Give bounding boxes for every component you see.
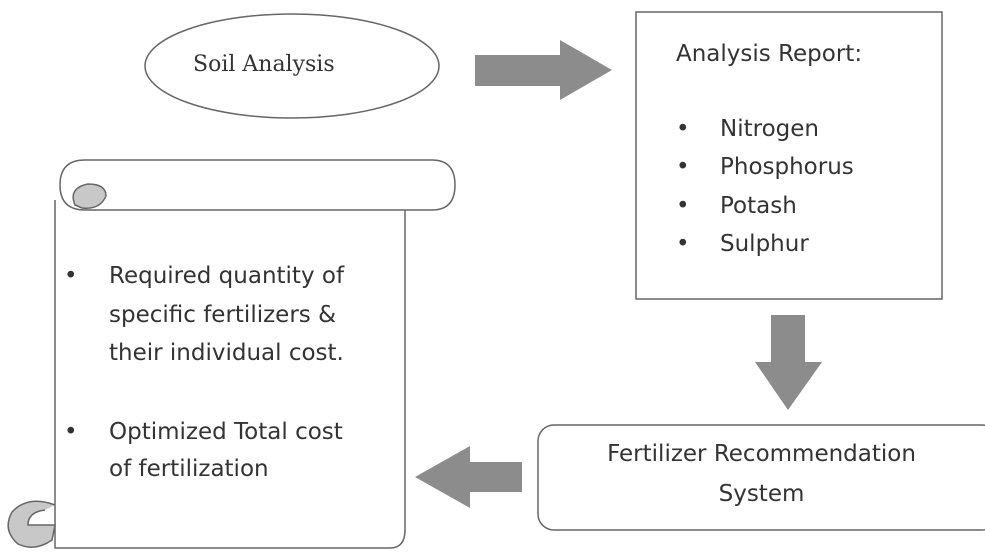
analysis-report-box: [635, 11, 943, 300]
bullet: •: [676, 154, 690, 180]
left-arrow: [415, 446, 522, 508]
analysis-report-title: Analysis Report:: [676, 41, 863, 67]
bottom-curl-icon: [7, 500, 56, 548]
output-line: of fertilization: [109, 456, 269, 482]
right-arrow: [475, 40, 612, 100]
bullet: •: [676, 116, 690, 142]
bullet: •: [676, 193, 690, 219]
recommendation-system-box: [537, 424, 985, 531]
soil-analysis-label: Soil Analysis: [193, 52, 335, 77]
output-line: their individual cost.: [109, 340, 344, 366]
top-curl-icon: [72, 183, 107, 209]
output-line: specific fertilizers &: [109, 302, 337, 328]
bullet: •: [64, 419, 78, 445]
list-item: Nitrogen: [720, 116, 819, 142]
bullet: •: [676, 231, 690, 257]
bullet: •: [64, 263, 78, 289]
output-line: Required quantity of: [109, 263, 345, 289]
down-arrow: [755, 315, 822, 410]
list-item: Sulphur: [720, 231, 809, 257]
output-scroll: [7, 159, 456, 549]
list-item: Phosphorus: [720, 154, 854, 180]
recommendation-line-2: System: [718, 481, 805, 507]
output-line: Optimized Total cost: [109, 419, 343, 445]
soil-analysis-ellipse: [144, 13, 440, 119]
list-item: Potash: [720, 193, 797, 219]
recommendation-line-1: Fertilizer Recommendation: [607, 441, 916, 467]
